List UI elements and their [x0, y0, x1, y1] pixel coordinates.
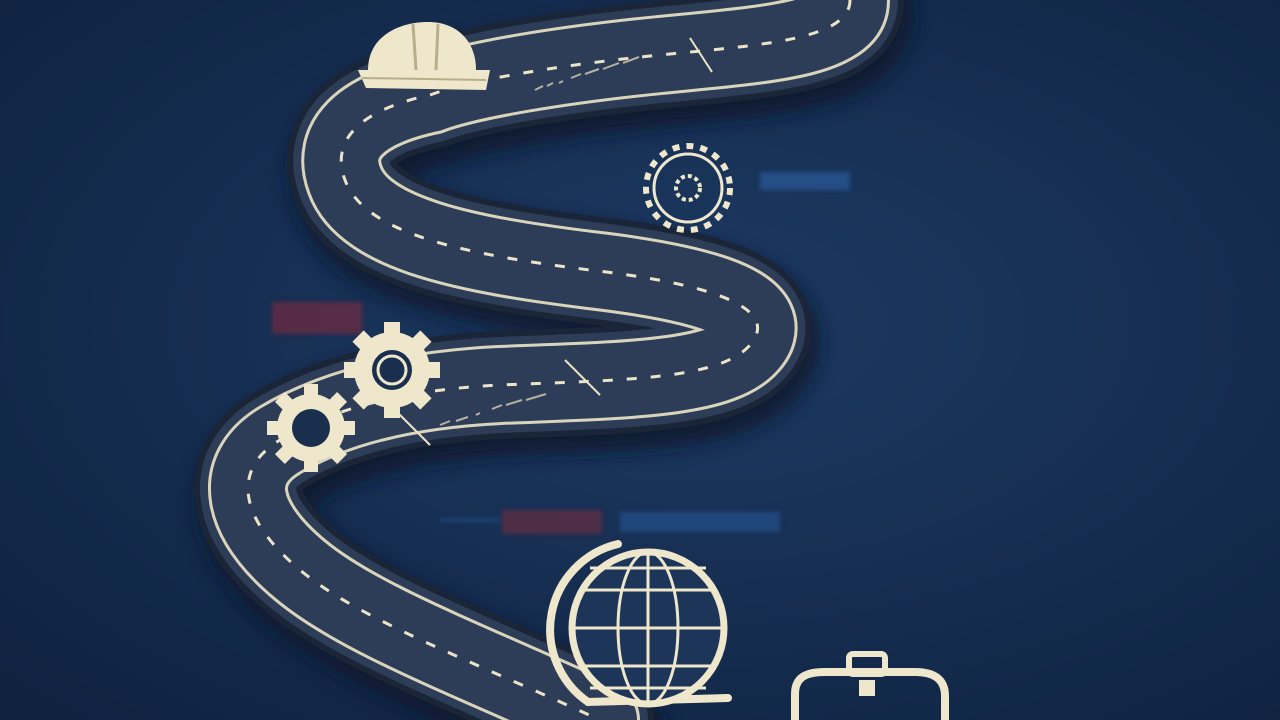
road-crossbar	[394, 409, 431, 446]
road-scribble	[439, 56, 640, 426]
gear-icon	[643, 143, 733, 233]
road-crossbar	[564, 359, 601, 396]
hard-hat-icon	[358, 22, 490, 90]
globe-icon	[546, 540, 732, 708]
road-crossbar	[689, 37, 713, 73]
road-center-dashes	[246, 0, 852, 720]
briefcase-icon	[791, 651, 949, 720]
blurred-label	[272, 172, 850, 534]
